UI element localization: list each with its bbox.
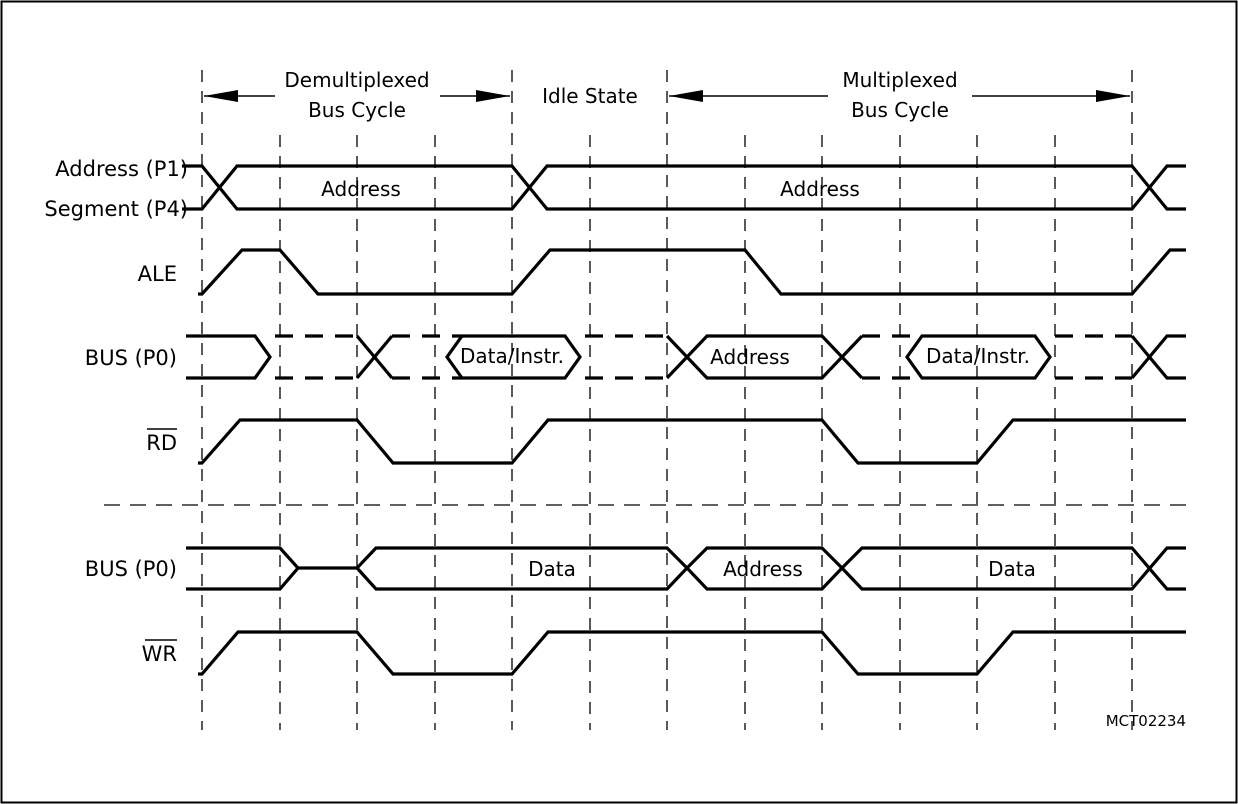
segment-p4-signal-label: Segment (P4) <box>44 197 188 221</box>
write-data-label-1: Data <box>528 557 576 581</box>
bus-p0-read-waveform <box>186 334 1186 380</box>
demux-phase-label-2: Bus Cycle <box>308 98 406 122</box>
wr-waveform <box>198 630 1186 676</box>
address-mux-label: Address <box>780 177 860 201</box>
read-address-label: Address <box>710 345 790 369</box>
write-address-label: Address <box>723 557 803 581</box>
address-p1-signal-label: Address (P1) <box>55 157 188 181</box>
idle-phase-label: Idle State <box>542 84 638 108</box>
bus-p0-write-waveform <box>186 546 1186 591</box>
read-data-instr-label-1: Data/Instr. <box>460 344 564 368</box>
mux-phase-arrow <box>669 90 1130 102</box>
read-data-instr-label-2: Data/Instr. <box>926 344 1030 368</box>
address-segment-waveform <box>182 164 1186 211</box>
vertical-guides <box>201 70 1133 730</box>
rd-signal-label: RD <box>146 431 177 455</box>
demux-phase-arrow <box>204 90 510 102</box>
demux-phase-label-1: Demultiplexed <box>284 68 429 92</box>
rd-waveform <box>198 418 1186 465</box>
figure-id: MCT02234 <box>1106 712 1186 730</box>
bus-p0-read-signal-label: BUS (P0) <box>85 346 177 370</box>
bus-p0-write-signal-label: BUS (P0) <box>85 557 177 581</box>
address-demux-label: Address <box>321 177 401 201</box>
wr-signal-label: WR <box>142 642 177 666</box>
mux-phase-label-1: Multiplexed <box>842 68 957 92</box>
mux-phase-label-2: Bus Cycle <box>851 98 949 122</box>
ale-waveform <box>198 248 1186 296</box>
ale-signal-label: ALE <box>138 262 177 286</box>
write-data-label-2: Data <box>988 557 1036 581</box>
